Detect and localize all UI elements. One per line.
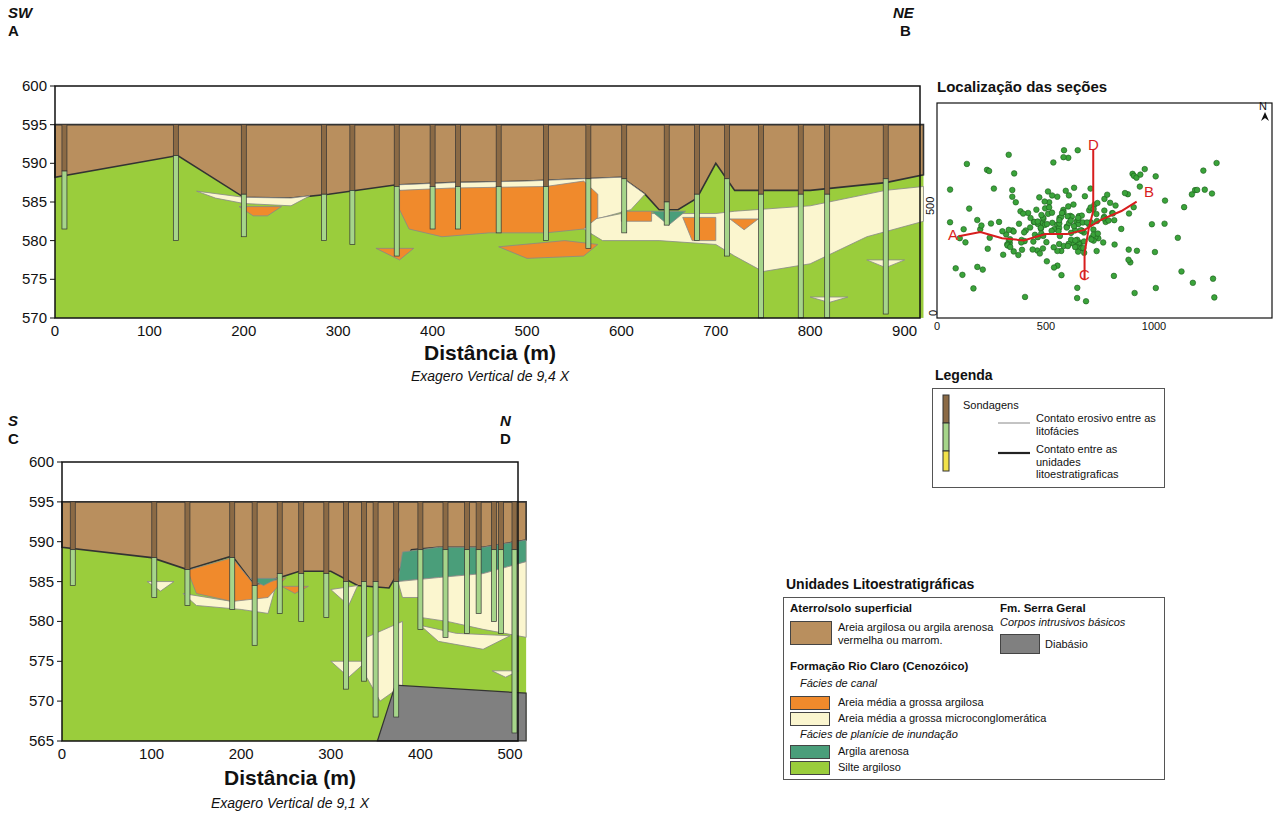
label: 600 (29, 453, 54, 470)
legend-swatch (790, 745, 830, 759)
label: 600 (22, 77, 47, 94)
label: 600 (609, 322, 634, 339)
label: 0 (927, 310, 940, 316)
label: B (1144, 183, 1154, 200)
label: Exagero Vertical de 9,1 X (211, 795, 369, 811)
label: C (1079, 266, 1090, 283)
label: 590 (29, 533, 54, 550)
label: 100 (137, 322, 162, 339)
label: S (8, 412, 18, 429)
location-map (937, 103, 1272, 318)
label: 700 (703, 322, 728, 339)
label: Corpos intrusivos básicos (1000, 616, 1125, 629)
label: 585 (22, 193, 47, 210)
label: 400 (420, 322, 445, 339)
label: 500 (924, 197, 937, 215)
label: 100 (139, 745, 164, 762)
label: 570 (29, 692, 54, 709)
legend-swatch (790, 621, 832, 645)
legend-text: Argila arenosa (838, 745, 1038, 758)
label: 595 (29, 493, 54, 510)
legend-text: Sondagens (963, 399, 1083, 412)
legend-text: Contato entre as unidades litoestratigra… (1036, 443, 1156, 481)
legend-swatch (790, 696, 830, 710)
legend-text: Areia média a grossa argilosa (838, 696, 1068, 709)
label: Distância (m) (424, 341, 556, 365)
label: 570 (22, 309, 47, 326)
label: 565 (29, 732, 54, 749)
label: D (500, 430, 511, 447)
label: 0 (51, 322, 59, 339)
label: 580 (29, 612, 54, 629)
label: 300 (326, 322, 351, 339)
label: 590 (22, 154, 47, 171)
label: 0 (58, 745, 66, 762)
label: 575 (29, 652, 54, 669)
label: Formação Rio Claro (Cenozóico) (790, 660, 968, 673)
label: 200 (229, 745, 254, 762)
label: 200 (231, 322, 256, 339)
legend-heading: Legenda (935, 367, 993, 383)
label: 585 (29, 573, 54, 590)
legend-swatch (790, 761, 830, 775)
label: 900 (892, 322, 917, 339)
label: N (1259, 100, 1267, 113)
legend-swatch (1000, 634, 1040, 654)
label: 595 (22, 116, 47, 133)
legend-text: Areia média a grossa microconglomerática (838, 712, 1068, 725)
label: B (900, 22, 911, 39)
drill-holes (62, 125, 888, 733)
legend-heading: Unidades Litoestratigráficas (786, 576, 974, 592)
label: 580 (22, 232, 47, 249)
label: Fm. Serra Geral (1000, 602, 1086, 615)
label: Localização das seções (937, 78, 1107, 95)
label: 0 (934, 320, 940, 333)
label: 800 (798, 322, 823, 339)
label: 500 (514, 322, 539, 339)
label: 575 (22, 270, 47, 287)
legend-text: Contato erosivo entre as litofácies (1036, 412, 1156, 437)
legend-text: Diabásio (1045, 638, 1155, 651)
legend-text: Areia argilosa ou argila arenosa vermelh… (838, 621, 996, 646)
label: Exagero Vertical de 9,4 X (411, 368, 569, 384)
label: 300 (318, 745, 343, 762)
label: A (8, 22, 19, 39)
label: 500 (1037, 320, 1055, 333)
label: D (1088, 136, 1099, 153)
legend-text: Silte argiloso (838, 761, 1038, 774)
section-cd (62, 502, 526, 741)
label: Fácies de planície de inundação (800, 728, 958, 741)
legend-swatch (790, 712, 830, 726)
label: 400 (408, 745, 433, 762)
label: NE (893, 4, 914, 21)
label: Aterro/solo superficial (790, 602, 912, 615)
label: 500 (497, 745, 522, 762)
label: SW (8, 4, 32, 21)
label: 1000 (1142, 320, 1166, 333)
label: C (8, 430, 19, 447)
label: A (948, 226, 958, 243)
label: Fácies de canal (800, 677, 877, 690)
label: Distância (m) (224, 766, 356, 790)
section-ab (55, 125, 923, 318)
label: N (500, 412, 511, 429)
